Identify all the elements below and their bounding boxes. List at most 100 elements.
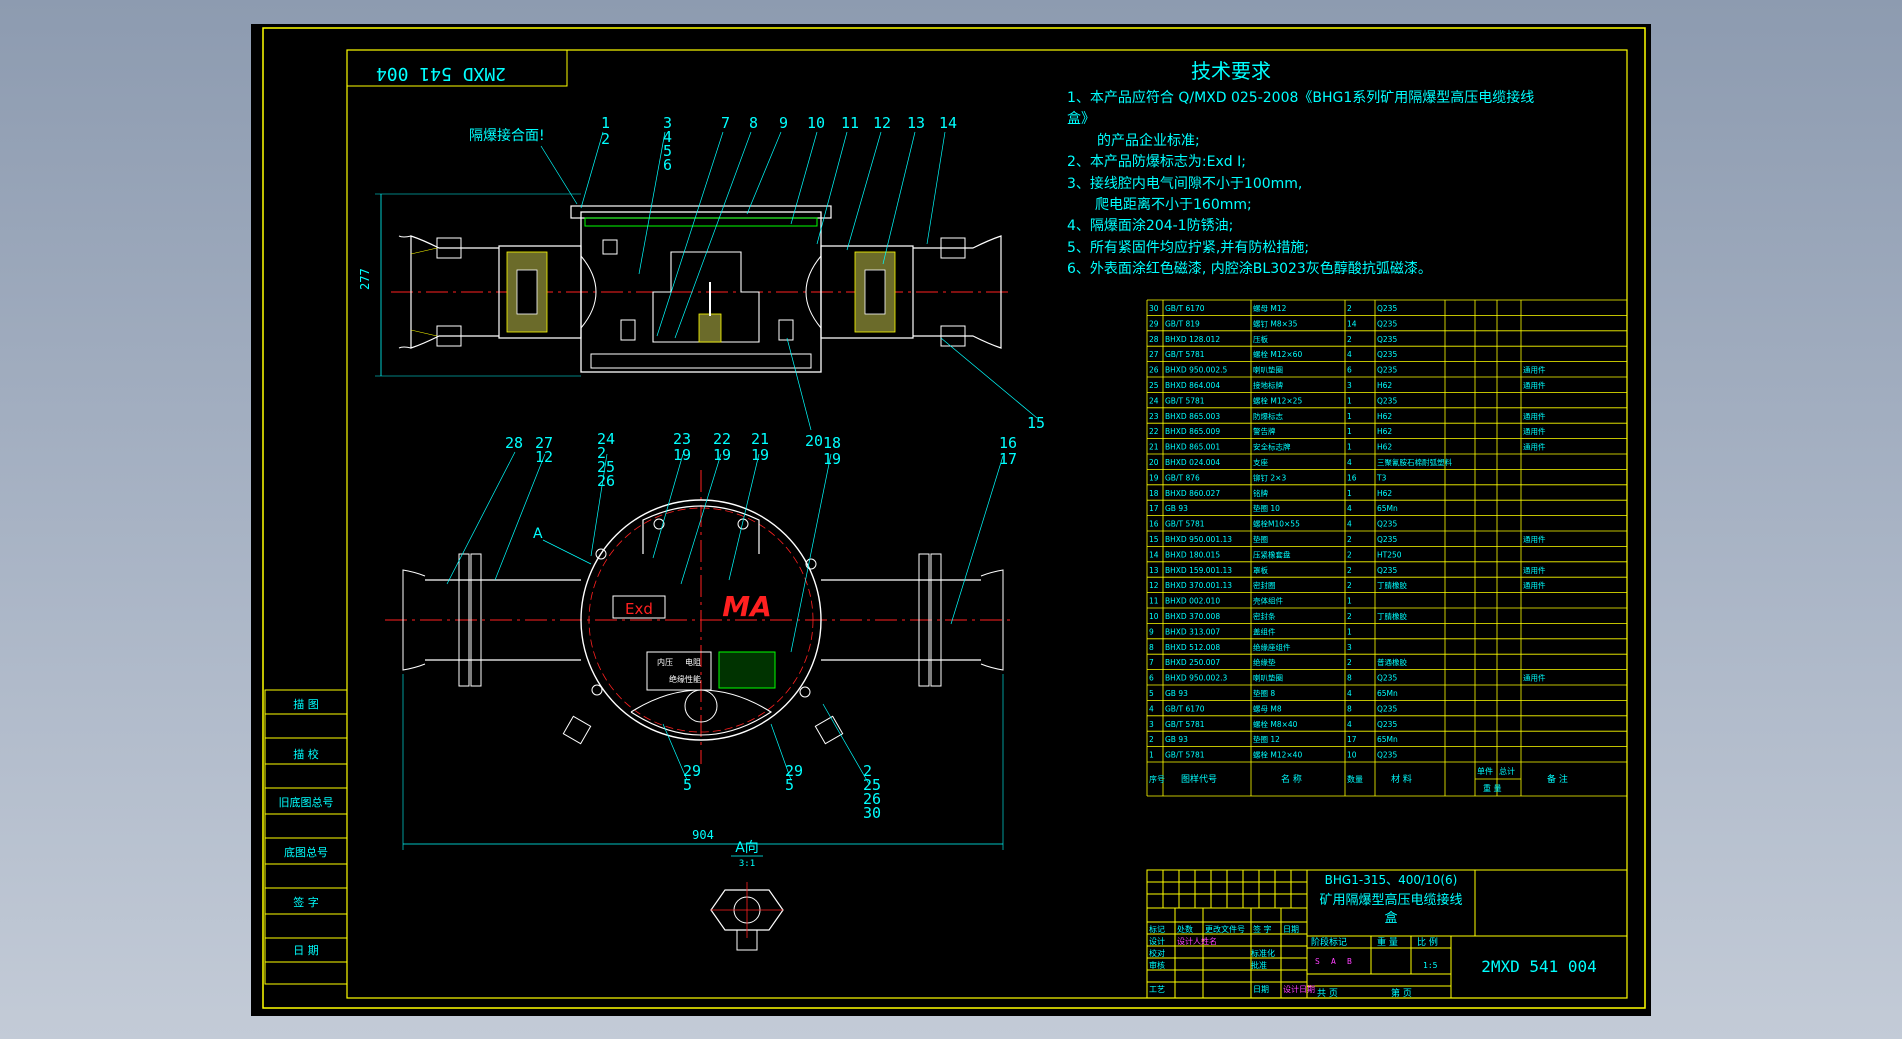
- bom-cell-14-0: 14: [1149, 550, 1159, 559]
- bom-cell-10-4: 丁腈橡胶: [1377, 611, 1407, 621]
- bom-cell-1-2: 螺栓 M12×40: [1253, 750, 1302, 760]
- bom-cell-5-3: 4: [1347, 689, 1352, 698]
- bom-cell-7-1: BHXD 250.007: [1165, 658, 1220, 667]
- tb-label-design: 设计: [1149, 936, 1165, 946]
- bom-cell-10-2: 密封条: [1253, 611, 1276, 621]
- bom-cell-6-0: 6: [1149, 674, 1154, 683]
- bom-cell-28-2: 压板: [1253, 334, 1269, 344]
- bom-cell-14-3: 2: [1347, 550, 1352, 559]
- callout-30: 30: [863, 804, 881, 822]
- bom-cell-20-1: BHXD 024.004: [1165, 458, 1220, 467]
- bom-cell-24-4: Q235: [1377, 396, 1397, 405]
- bom-cell-16-4: Q235: [1377, 520, 1397, 529]
- bom-cell-27-3: 4: [1347, 350, 1352, 359]
- bom-cell-13-3: 2: [1347, 566, 1352, 575]
- side-label-0: 描 图: [293, 697, 319, 711]
- cad-drawing: 2MXD 541 004 描 图 描 校 旧底图总号 底图总号 签 字 日 期 …: [262, 27, 1646, 1009]
- callout-16: 16: [999, 434, 1017, 452]
- plate-line-2: 绝缘性能: [669, 674, 701, 684]
- tb-total-pages: 共 页: [1317, 988, 1338, 999]
- bom-cell-14-1: BHXD 180.015: [1165, 550, 1220, 559]
- bom-cell-5-0: 5: [1149, 689, 1154, 698]
- bom-cell-29-1: GB/T 819: [1165, 319, 1200, 328]
- bom-cell-17-2: 垫圈 10: [1253, 503, 1280, 513]
- bom-cell-1-4: Q235: [1377, 751, 1397, 760]
- tb-label-stage: 阶段标记: [1311, 936, 1347, 948]
- bom-cell-8-3: 3: [1347, 643, 1352, 652]
- product-line-1: BHG1-315、400/10(6): [1325, 873, 1458, 887]
- bom-cell-26-3: 6: [1347, 366, 1352, 375]
- bom-cell-10-3: 2: [1347, 612, 1352, 621]
- side-table: [264, 689, 348, 985]
- callout-5b: 5: [785, 776, 794, 794]
- bom-cell-7-3: 2: [1347, 658, 1352, 667]
- bom-cell-14-2: 压紧橡套盘: [1253, 549, 1291, 559]
- bom-cell-17-1: GB 93: [1165, 504, 1188, 513]
- tb-label-date: 日期: [1283, 925, 1299, 934]
- callout-19a: 19: [673, 446, 691, 464]
- bom-cell-4-0: 4: [1149, 704, 1154, 713]
- callout-19d: 19: [823, 450, 841, 468]
- detail-scale: 3:1: [739, 859, 755, 869]
- bom-cell-9-3: 1: [1347, 627, 1352, 636]
- bom-cell-6-5: 通用件: [1523, 673, 1546, 683]
- bom-cell-21-0: 21: [1149, 443, 1159, 452]
- bom-cell-10-0: 10: [1149, 612, 1159, 621]
- tech-line-6: 4、隔爆面涂204-1防锈油;: [1067, 218, 1233, 234]
- callout-11: 11: [841, 114, 859, 132]
- bom-cell-23-1: BHXD 865.003: [1165, 412, 1220, 421]
- side-label-4: 签 字: [293, 895, 319, 909]
- tb-stage-a: A: [1331, 957, 1336, 966]
- bom-cell-15-2: 垫圈: [1253, 534, 1268, 544]
- drawing-number: 2MXD 541 004: [1481, 957, 1597, 976]
- bom-cell-29-2: 螺钉 M8×35: [1253, 318, 1298, 328]
- callout-24: 24: [597, 430, 615, 448]
- bom-cell-28-4: Q235: [1377, 335, 1397, 344]
- bom-cell-25-0: 25: [1149, 381, 1159, 390]
- bottom-callout-leaders: [446, 451, 1004, 785]
- bom-cell-29-0: 29: [1149, 319, 1159, 328]
- bom-cell-24-3: 1: [1347, 396, 1352, 405]
- dim-904: 904: [692, 828, 714, 842]
- bom-cell-21-2: 安全标志牌: [1253, 442, 1291, 452]
- bom-cell-1-3: 10: [1347, 751, 1357, 760]
- side-label-1: 描 校: [293, 747, 319, 761]
- tb-label-date2: 日期: [1253, 985, 1269, 994]
- bom-cell-15-3: 2: [1347, 535, 1352, 544]
- detail-title: A向: [735, 840, 759, 856]
- tb-stage-b: B: [1347, 957, 1352, 966]
- callout-21: 21: [751, 430, 769, 448]
- bom-cell-16-1: GB/T 5781: [1165, 520, 1205, 529]
- bom-cell-20-3: 4: [1347, 458, 1352, 467]
- top-callout-leaders: [580, 131, 1038, 431]
- bom-cell-16-0: 16: [1149, 520, 1159, 529]
- tech-line-5: 爬电距离不小于160mm;: [1095, 196, 1252, 213]
- bom-cell-28-1: BHXD 128.012: [1165, 335, 1220, 344]
- bom-cell-21-5: 通用件: [1523, 442, 1546, 452]
- bom-cell-12-3: 2: [1347, 581, 1352, 590]
- callout-26: 26: [597, 472, 615, 490]
- side-label-2: 旧底图总号: [279, 795, 334, 809]
- bom-cell-24-1: GB/T 5781: [1165, 396, 1205, 405]
- drawing-sheet[interactable]: 2MXD 541 004 描 图 描 校 旧底图总号 底图总号 签 字 日 期 …: [251, 24, 1651, 1016]
- callout-26b: 26: [863, 790, 881, 808]
- bom-cell-23-2: 防爆标志: [1253, 411, 1283, 421]
- tb-label-weight: 重 量: [1377, 936, 1398, 948]
- callout-17: 17: [999, 450, 1017, 468]
- callout-5: 5: [663, 142, 672, 160]
- bom-cell-19-3: 16: [1347, 473, 1357, 482]
- bom-cell-3-0: 3: [1149, 720, 1154, 729]
- bom-cell-19-2: 铆钉 2×3: [1253, 472, 1286, 482]
- bom-cell-8-0: 8: [1149, 643, 1154, 652]
- bom-cell-19-4: T3: [1376, 473, 1387, 482]
- callout-12: 12: [873, 114, 891, 132]
- bom-cell-29-3: 14: [1347, 319, 1357, 328]
- bom-header-total: 总计: [1499, 766, 1515, 776]
- bom-cell-29-4: Q235: [1377, 319, 1397, 328]
- tb-label-scale: 比 例: [1417, 936, 1438, 948]
- bom-cell-22-2: 警告牌: [1253, 426, 1276, 436]
- bom-cell-12-1: BHXD 370.001.13: [1165, 581, 1232, 590]
- stamp-box: [346, 49, 568, 87]
- bom-cell-26-5: 通用件: [1523, 365, 1546, 375]
- bom-cell-20-0: 20: [1149, 458, 1159, 467]
